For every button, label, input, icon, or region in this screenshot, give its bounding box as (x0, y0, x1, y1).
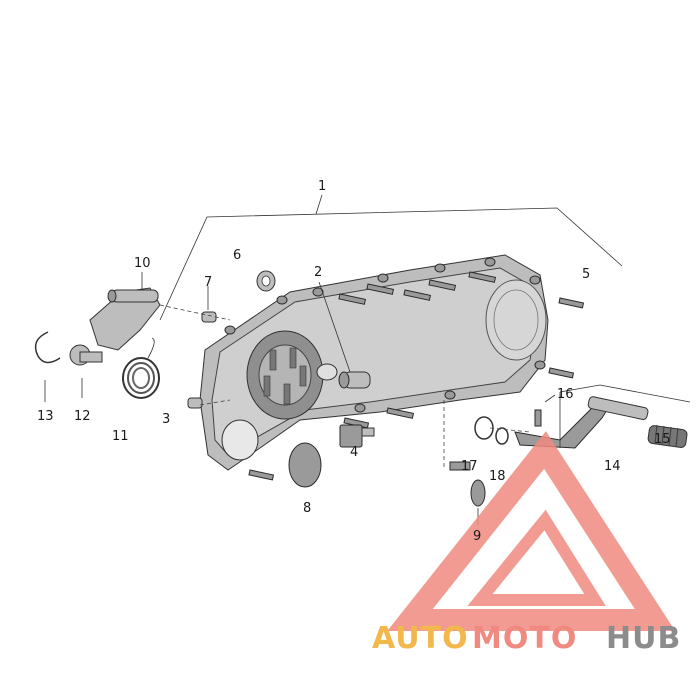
crankcase-cover (199, 254, 549, 471)
callout-13: 13 (37, 409, 54, 424)
callout-1: 1 (318, 179, 326, 194)
dowel-pin (318, 281, 371, 389)
callout-9: 9 (473, 529, 481, 544)
callout-labels: 1 2 3 4 5 6 7 8 9 10 11 12 13 14 15 16 1… (37, 179, 671, 544)
watermark-auto: AUTO (372, 621, 469, 656)
seal-18 (495, 427, 509, 445)
callout-15: 15 (654, 432, 671, 447)
callout-11: 11 (112, 429, 129, 444)
callout-7: 7 (204, 275, 212, 290)
dowel-3 (187, 397, 203, 409)
dowel-7 (201, 311, 217, 323)
bushing (69, 344, 103, 398)
assembly-bracket (159, 207, 623, 321)
pedal-bolt (534, 394, 556, 427)
watermark-moto: MOTO (472, 621, 577, 656)
watermark-triangle (387, 431, 676, 631)
sensor-block (339, 424, 375, 448)
callout-17: 17 (461, 459, 478, 474)
callout-18: 18 (489, 469, 506, 484)
callout-3: 3 (162, 412, 170, 427)
circlip (34, 331, 61, 364)
cover-cap (288, 442, 322, 488)
callout-2: 2 (314, 265, 322, 280)
callout-5: 5 (582, 267, 590, 282)
cover-bolts (248, 271, 585, 481)
oil-seal (256, 270, 276, 292)
callout-16: 16 (557, 387, 574, 402)
watermark-hub: HUB (606, 621, 681, 656)
kick-spring (122, 337, 160, 399)
leader-1 (315, 194, 323, 215)
callout-10: 10 (134, 256, 151, 271)
callout-8: 8 (303, 501, 311, 516)
callout-4: 4 (350, 445, 358, 460)
assembly-lines (159, 304, 531, 470)
kick-pedal (514, 384, 691, 449)
callout-12: 12 (74, 409, 91, 424)
kick-starter-gear (89, 272, 161, 351)
pedal-rubber (647, 424, 688, 448)
callout-6: 6 (233, 248, 241, 263)
automotohub-watermark: AUTO MOTO HUB (372, 431, 681, 656)
callout-14: 14 (604, 459, 621, 474)
